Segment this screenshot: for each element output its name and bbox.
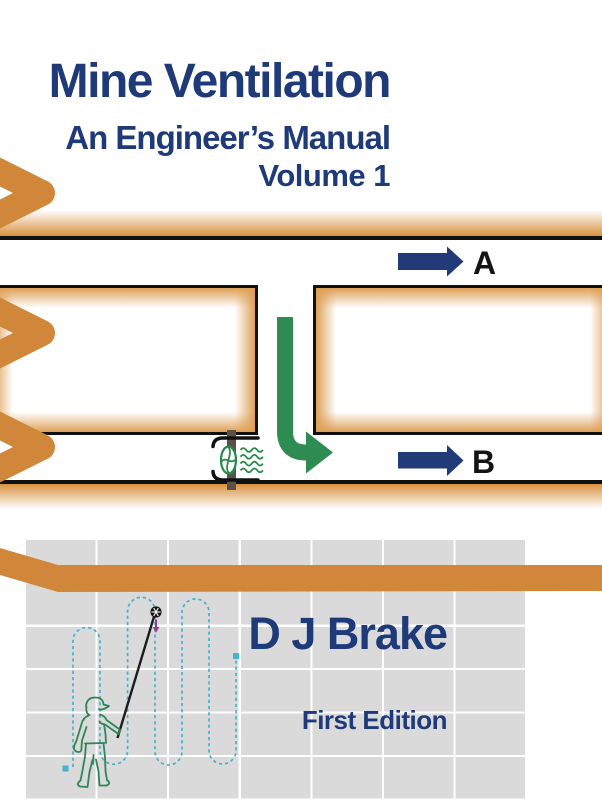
floor-strata-glow bbox=[0, 484, 602, 509]
airflow-arrow-a-icon bbox=[398, 246, 464, 277]
author-name: D J Brake bbox=[248, 608, 448, 659]
fan-impeller-icon bbox=[219, 445, 238, 475]
book-volume: Volume 1 bbox=[258, 158, 390, 193]
airflow-arrow-b-icon bbox=[398, 445, 464, 476]
duct-flange-top bbox=[211, 436, 260, 449]
surface-strata-glow bbox=[0, 210, 602, 236]
fan-blades bbox=[220, 446, 237, 474]
airway-label-b: B bbox=[472, 444, 496, 480]
edition-label: First Edition bbox=[301, 705, 448, 735]
airflow-wavy-lines-icon bbox=[239, 447, 264, 474]
airway-label-a: A bbox=[473, 245, 497, 281]
book-subtitle: An Engineer’s Manual bbox=[65, 119, 391, 156]
book-title: Mine Ventilation bbox=[48, 55, 392, 108]
pillar-block-right bbox=[313, 285, 602, 435]
pillar-block-left bbox=[0, 285, 258, 435]
survey-grid-panel bbox=[26, 540, 527, 800]
airway-roof-line bbox=[0, 236, 602, 240]
duct-flange-bottom bbox=[211, 469, 260, 482]
airway-floor-line bbox=[0, 480, 602, 484]
